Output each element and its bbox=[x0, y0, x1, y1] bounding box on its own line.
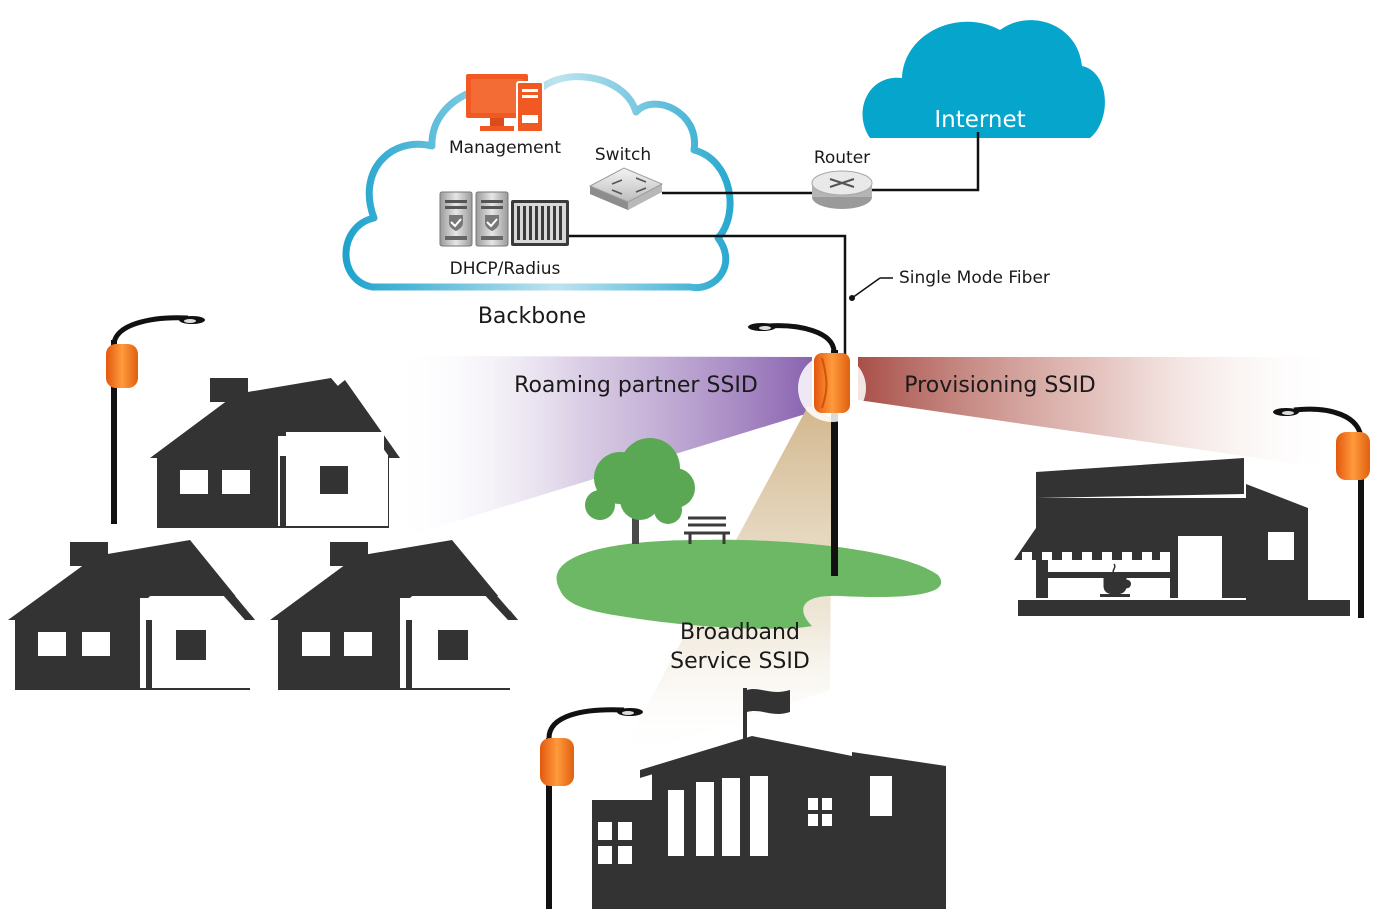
left-lamp-post bbox=[106, 315, 205, 524]
internet-label: Internet bbox=[934, 107, 1025, 133]
desktop-computer-icon bbox=[466, 74, 544, 133]
dhcp-radius-label: DHCP/Radius bbox=[450, 259, 561, 279]
house-bottom-right bbox=[270, 540, 518, 690]
city-building bbox=[592, 688, 946, 909]
roaming-ssid-label: Roaming partner SSID bbox=[514, 373, 758, 398]
management-label: Management bbox=[449, 138, 561, 158]
tree-icon bbox=[585, 438, 695, 524]
bench-icon bbox=[684, 516, 730, 544]
broadband-ssid-label-line2: Service SSID bbox=[670, 649, 810, 674]
coffee-shop bbox=[1014, 458, 1350, 616]
roaming-ssid-beam bbox=[395, 356, 812, 540]
park bbox=[556, 438, 942, 629]
network-cables bbox=[568, 132, 980, 355]
router-label: Router bbox=[814, 148, 870, 168]
provisioning-ssid-label: Provisioning SSID bbox=[904, 373, 1095, 398]
flag-icon bbox=[747, 689, 790, 714]
fiber-label: Single Mode Fiber bbox=[899, 268, 1050, 288]
broadband-ssid-label-line1: Broadband bbox=[680, 620, 800, 645]
network-switch-icon bbox=[588, 167, 664, 210]
internet-cloud-icon bbox=[862, 20, 1105, 138]
router-icon bbox=[811, 170, 873, 209]
switch-label: Switch bbox=[595, 145, 651, 165]
bottom-access-point-icon bbox=[540, 738, 574, 786]
right-access-point-icon bbox=[1336, 432, 1370, 480]
left-access-point-icon bbox=[106, 344, 138, 388]
right-lamp-post bbox=[1273, 406, 1370, 618]
backbone-label: Backbone bbox=[478, 304, 586, 329]
central-lamp-post bbox=[748, 323, 838, 576]
house-bottom-left bbox=[8, 540, 255, 690]
fiber-callout-dot bbox=[849, 295, 855, 301]
provisioning-ssid-beam bbox=[858, 357, 1340, 470]
server-rack-icon bbox=[439, 191, 569, 247]
bottom-lamp-post bbox=[540, 707, 643, 909]
wireless-access-point-icon bbox=[814, 353, 850, 413]
house-top bbox=[150, 378, 400, 528]
